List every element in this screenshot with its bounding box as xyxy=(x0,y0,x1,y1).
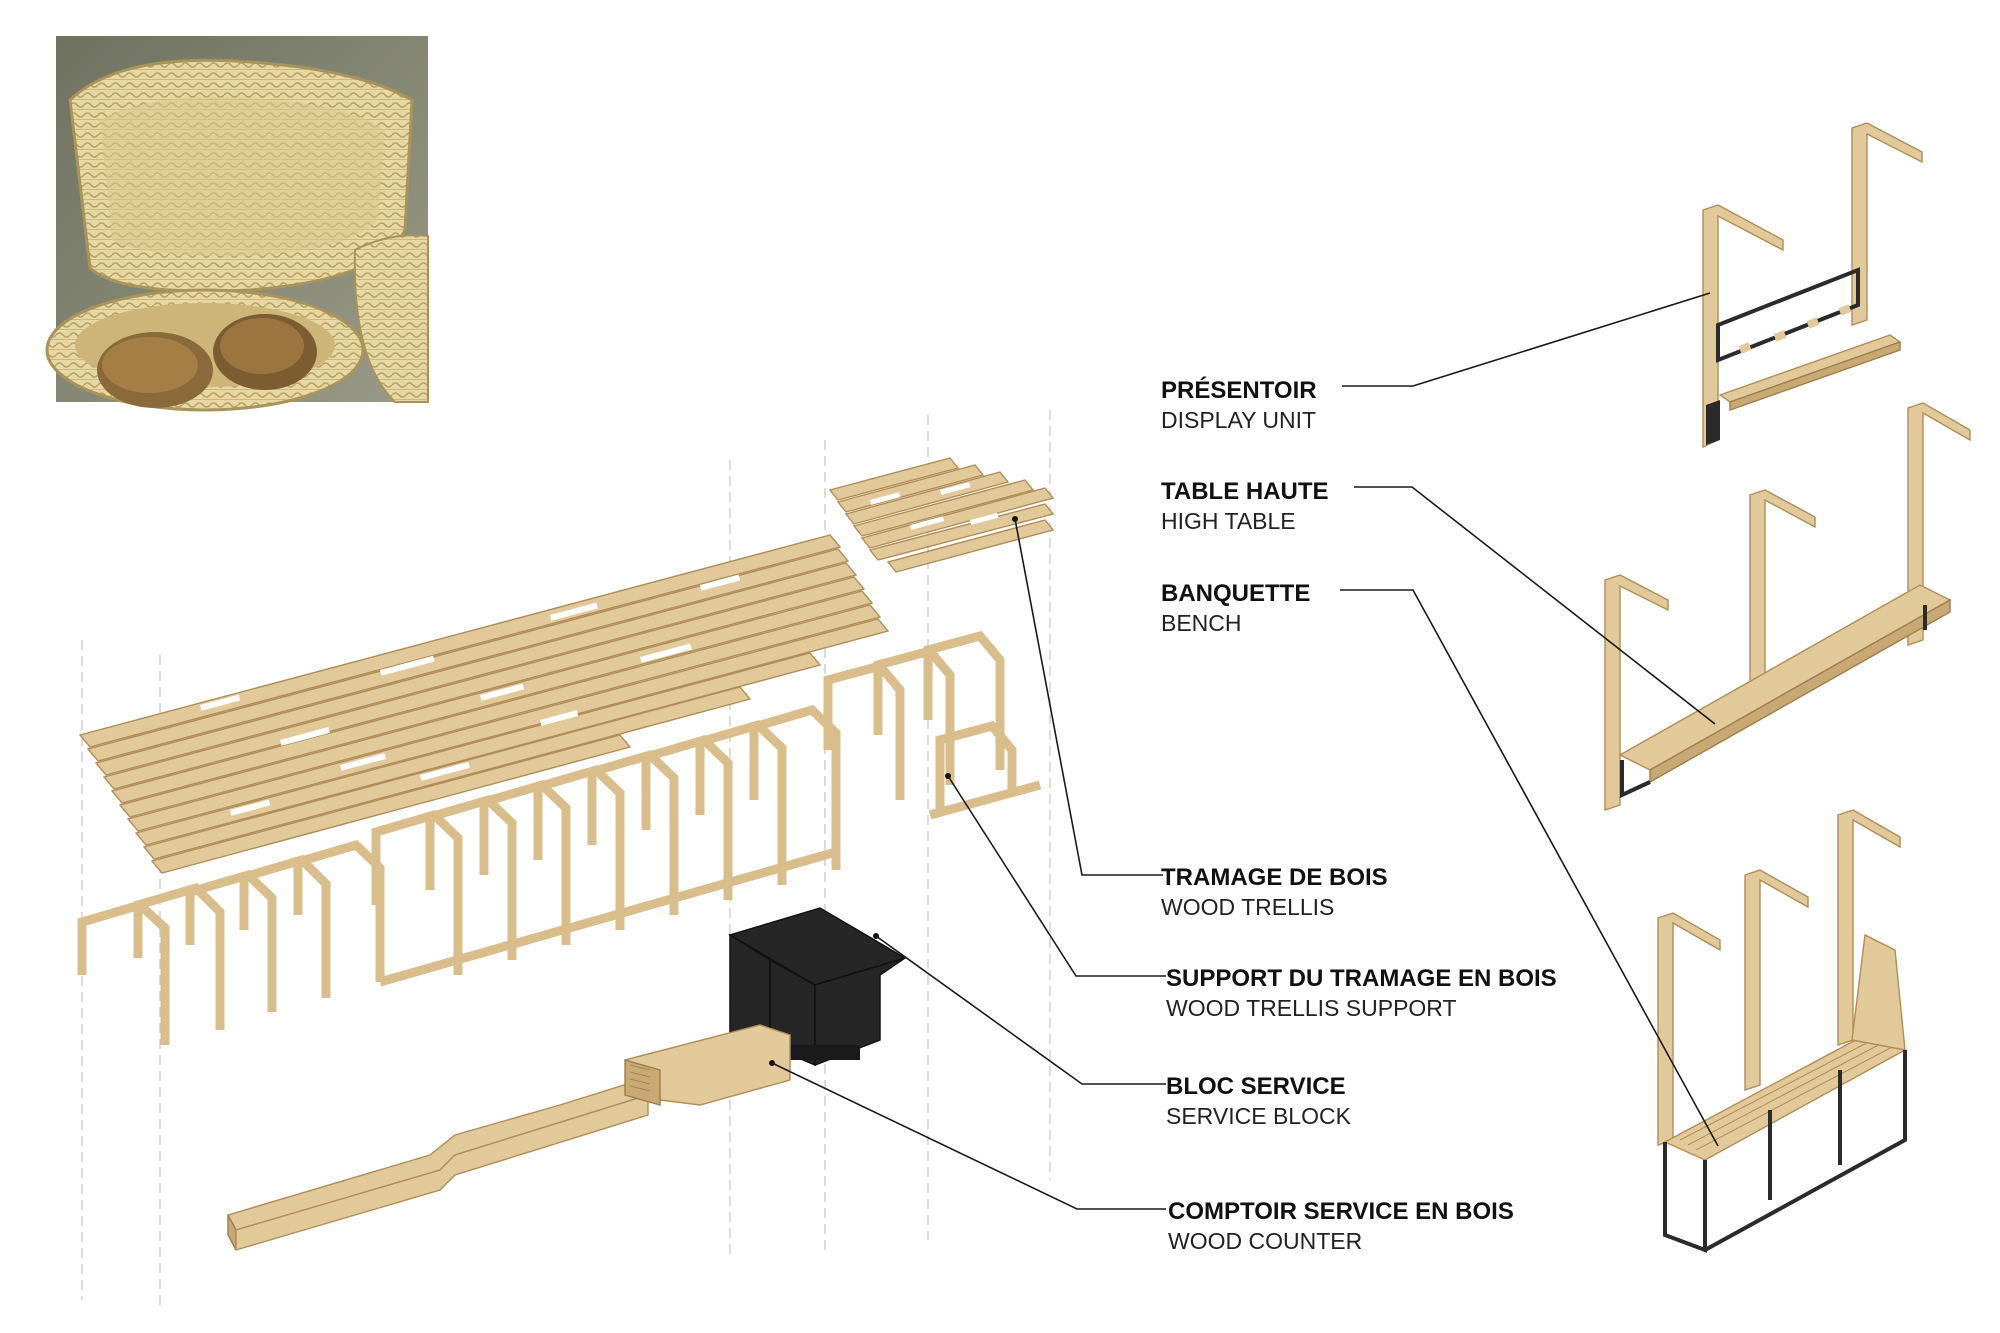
label-title: BLOC SERVICE xyxy=(1166,1073,1346,1100)
label-subtitle: DISPLAY UNIT xyxy=(1161,407,1316,433)
label-banquette: BANQUETTE BENCH xyxy=(1161,580,1310,636)
label-presentoir: PRÉSENTOIR DISPLAY UNIT xyxy=(1161,376,1317,433)
high-table-illustration xyxy=(1604,402,1971,811)
label-subtitle: BENCH xyxy=(1161,610,1242,636)
label-comptoir-service: COMPTOIR SERVICE EN BOIS WOOD COUNTER xyxy=(1168,1198,1514,1254)
label-title: TABLE HAUTE xyxy=(1161,478,1329,505)
label-title: SUPPORT DU TRAMAGE EN BOIS xyxy=(1166,965,1557,992)
label-title: TRAMAGE DE BOIS xyxy=(1161,864,1388,891)
label-bloc-service: BLOC SERVICE SERVICE BLOCK xyxy=(1166,1073,1352,1129)
label-title: PRÉSENTOIR xyxy=(1161,376,1317,404)
display-unit-illustration xyxy=(1702,122,1923,449)
wood-service-counter xyxy=(226,1024,791,1251)
label-subtitle: HIGH TABLE xyxy=(1161,508,1296,534)
wood-trellis-small xyxy=(828,457,1055,573)
bench-illustration xyxy=(1657,809,1907,1253)
leader-lines-right xyxy=(1340,292,1719,1147)
wicker-basket-photo xyxy=(45,36,429,412)
service-block xyxy=(728,907,907,1067)
leader-lines-left xyxy=(769,516,1166,1210)
wood-trellis-support xyxy=(77,630,1042,1045)
label-subtitle: WOOD COUNTER xyxy=(1168,1228,1362,1254)
label-subtitle: WOOD TRELLIS SUPPORT xyxy=(1166,995,1457,1021)
wood-trellis-main xyxy=(78,534,890,874)
label-title: BANQUETTE xyxy=(1161,580,1310,607)
label-subtitle: SERVICE BLOCK xyxy=(1166,1103,1352,1129)
label-subtitle: WOOD TRELLIS xyxy=(1161,894,1334,920)
label-support-du-tramage: SUPPORT DU TRAMAGE EN BOIS WOOD TRELLIS … xyxy=(1166,965,1557,1021)
label-title: COMPTOIR SERVICE EN BOIS xyxy=(1168,1198,1514,1225)
label-table-haute: TABLE HAUTE HIGH TABLE xyxy=(1161,478,1329,534)
label-tramage-de-bois: TRAMAGE DE BOIS WOOD TRELLIS xyxy=(1161,864,1388,920)
